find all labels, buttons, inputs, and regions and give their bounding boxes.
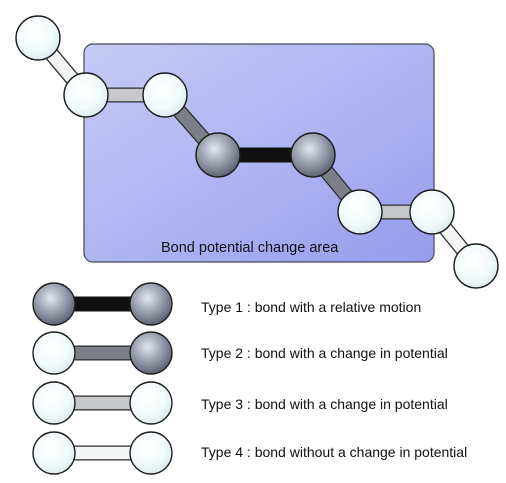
molecule-atoms <box>15 15 499 289</box>
legend-item-type1: Type 1 : bond with a relative motion <box>32 282 421 326</box>
atom-light <box>142 72 188 118</box>
atom-light <box>409 189 455 235</box>
legend-item-type4: Type 4 : bond without a change in potent… <box>32 431 467 475</box>
atom-light <box>32 381 76 425</box>
atom-light <box>15 15 61 61</box>
legend-item-type3: Type 3 : bond with a change in potential <box>32 381 448 425</box>
legend-item-type2: Type 2 : bond with a change in potential <box>32 331 448 375</box>
atom-dark <box>290 132 336 178</box>
atom-light <box>453 243 499 289</box>
atom-light <box>129 431 173 475</box>
legend-label-type1: Type 1 : bond with a relative motion <box>201 299 421 315</box>
atom-dark <box>32 282 76 326</box>
area-label: Bond potential change area <box>161 240 339 256</box>
atom-dark <box>129 282 173 326</box>
atom-light <box>129 381 173 425</box>
legend-label-type3: Type 3 : bond with a change in potential <box>201 396 448 412</box>
atom-light <box>63 72 109 118</box>
legend-label-type4: Type 4 : bond without a change in potent… <box>201 444 467 460</box>
atom-dark <box>195 132 241 178</box>
atom-light <box>337 189 383 235</box>
atom-light <box>32 431 76 475</box>
legend-label-type2: Type 2 : bond with a change in potential <box>201 345 448 361</box>
legend: Type 1 : bond with a relative motion Typ… <box>32 282 467 475</box>
atom-dark <box>129 331 173 375</box>
atom-light <box>32 331 76 375</box>
